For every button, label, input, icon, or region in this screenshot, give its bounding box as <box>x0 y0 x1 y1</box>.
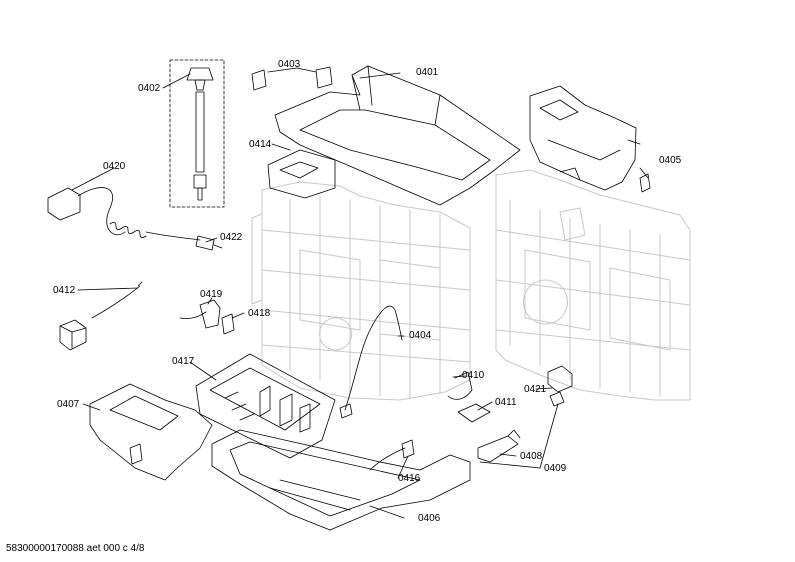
part-0421-shape <box>547 365 573 393</box>
part-label-0405: 0405 <box>659 155 682 166</box>
part-0402-group-box <box>169 59 225 208</box>
part-0420-plug <box>47 187 81 221</box>
part-label-0411: 0411 <box>495 397 517 408</box>
part-0402-rod <box>195 91 205 173</box>
part-0409-shape <box>549 391 565 407</box>
part-0408-shape <box>477 435 519 463</box>
part-0405-shape <box>529 85 637 191</box>
part-0410-shape <box>447 371 473 400</box>
part-0416-wire <box>369 447 406 471</box>
part-label-0403: 0403 <box>278 59 301 70</box>
part-0401-shape <box>274 65 521 206</box>
part-0403-clip-a <box>251 69 267 91</box>
part-0420-coil <box>109 222 147 238</box>
part-label-0406: 0406 <box>418 513 441 524</box>
part-0411-shape <box>457 403 491 423</box>
part-label-0409: 0409 <box>544 463 567 474</box>
part-label-0404: 0404 <box>409 330 432 341</box>
part-0422-shape <box>195 235 215 251</box>
part-0420-cord <box>77 187 126 236</box>
part-label-0416: 0416 <box>398 473 421 484</box>
part-label-0414: 0414 <box>249 139 272 150</box>
part-label-0420: 0420 <box>103 161 126 172</box>
part-0404-wire <box>344 305 403 411</box>
part-label-0401: 0401 <box>416 67 439 78</box>
housing-frame-ghost <box>251 169 691 401</box>
part-0417-board <box>195 353 336 459</box>
document-id-footer: 58300000170088 aet 000 c 4/8 <box>6 543 145 554</box>
part-label-0422: 0422 <box>220 232 243 243</box>
leader-lines <box>71 67 649 519</box>
part-0402-knob <box>186 67 214 81</box>
part-0414-shape <box>267 149 336 199</box>
part-label-0407: 0407 <box>57 399 80 410</box>
part-0419-shape <box>199 299 221 329</box>
part-label-0417: 0417 <box>172 356 195 367</box>
part-0403-clip-b <box>315 66 333 89</box>
part-0418-shape <box>221 313 235 335</box>
part-0412-wire <box>91 285 141 319</box>
part-label-0410: 0410 <box>462 370 485 381</box>
part-0412-block <box>59 319 87 351</box>
part-label-0412: 0412 <box>53 285 76 296</box>
part-0407-shape <box>89 383 213 481</box>
part-label-0421: 0421 <box>524 384 547 395</box>
part-0406-shape <box>211 429 471 531</box>
part-label-0402: 0402 <box>138 83 161 94</box>
part-label-0419: 0419 <box>200 289 223 300</box>
parts-line-art <box>47 65 651 531</box>
part-label-0418: 0418 <box>248 308 271 319</box>
part-label-0408: 0408 <box>520 451 543 462</box>
